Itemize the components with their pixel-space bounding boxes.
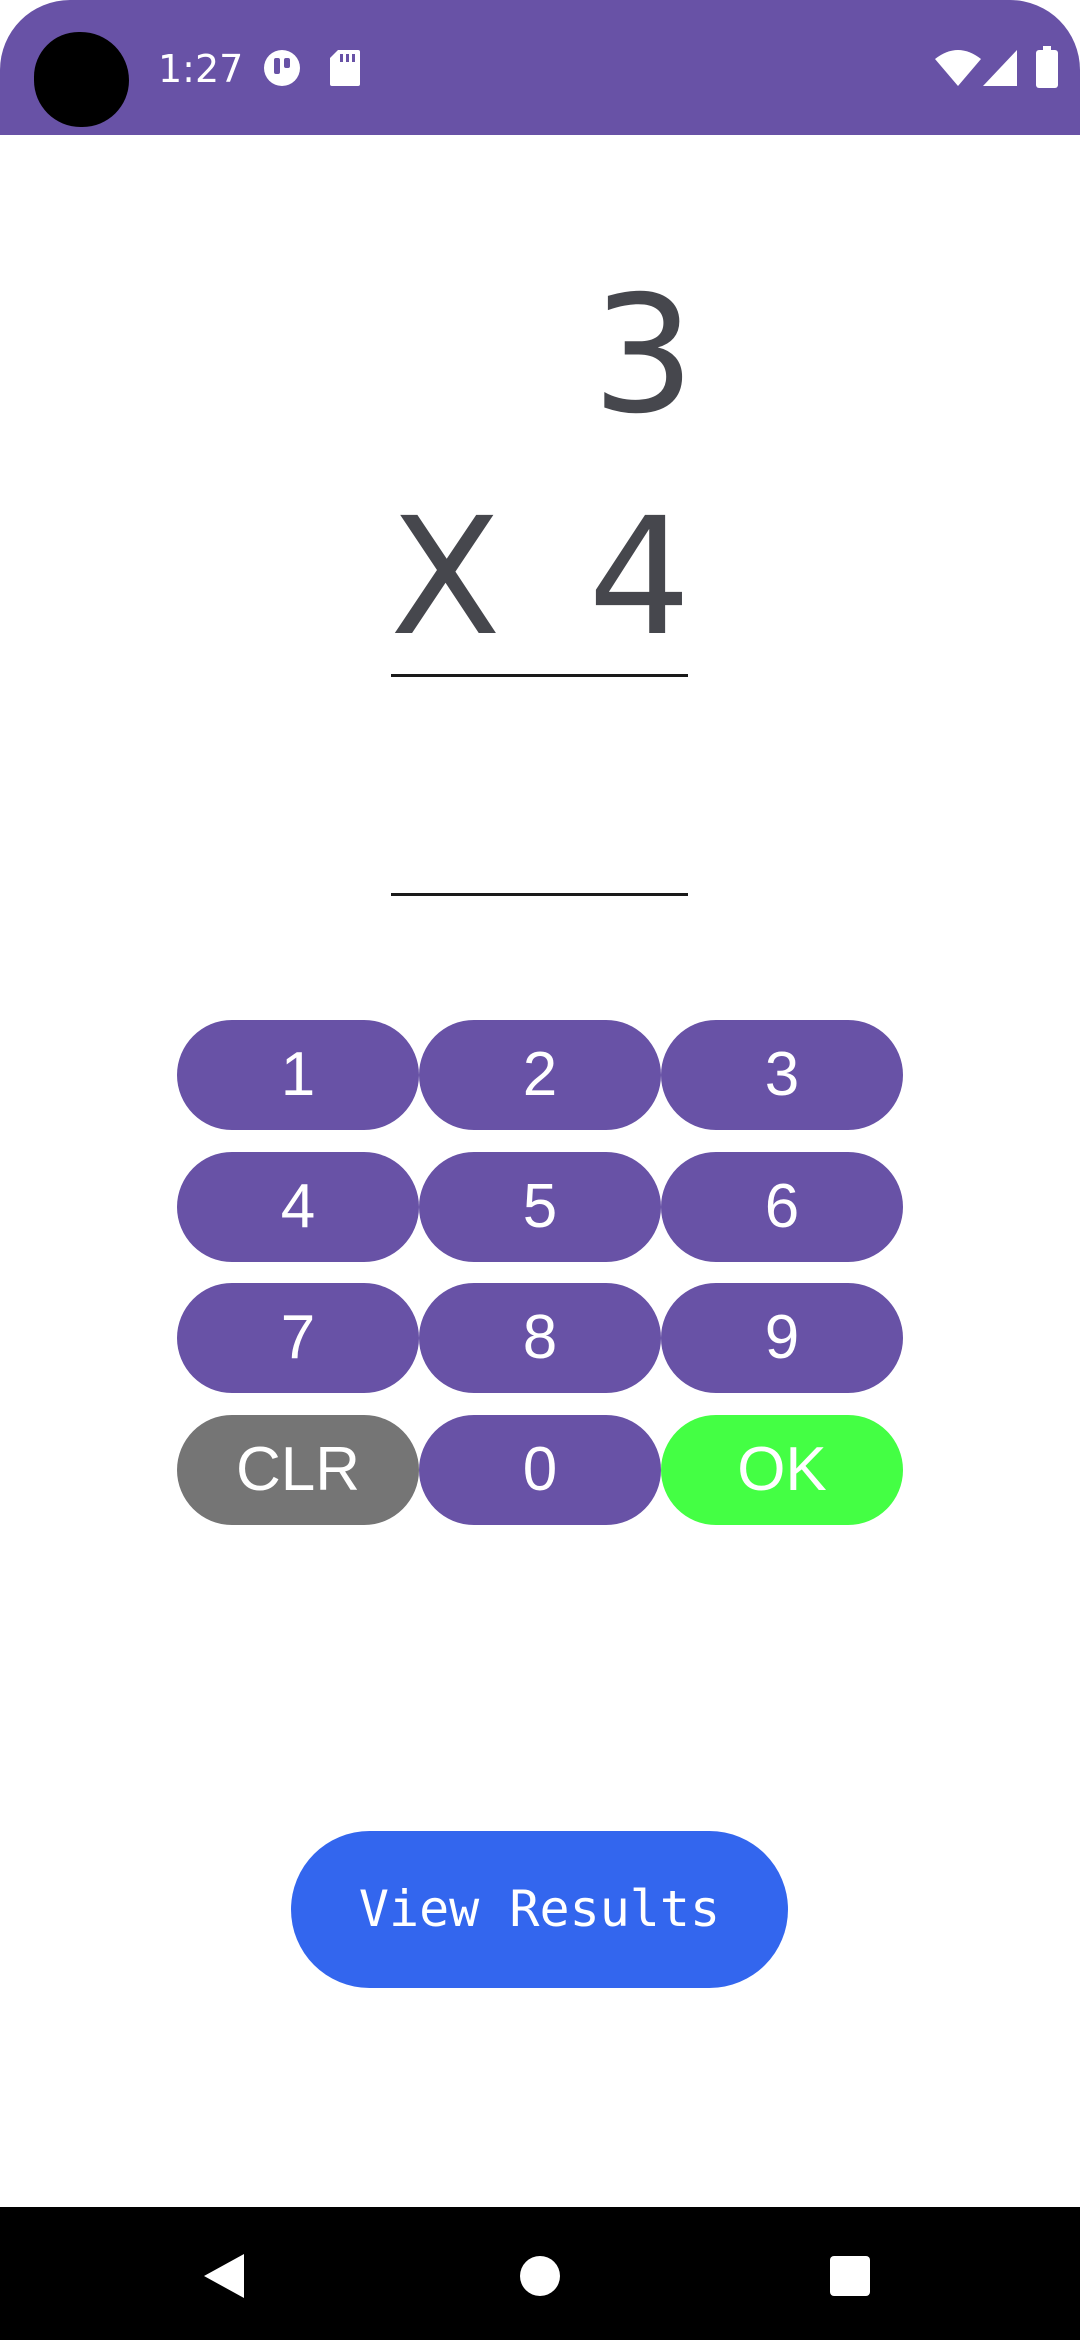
status-time: 1:27 (158, 47, 244, 91)
recents-icon[interactable] (830, 2256, 870, 2296)
key-8[interactable]: 8 (419, 1283, 661, 1393)
app-notification-icon (264, 50, 300, 86)
battery-icon (1036, 46, 1058, 88)
ok-button[interactable]: OK (661, 1415, 903, 1525)
clear-button[interactable]: CLR (177, 1415, 419, 1525)
key-0[interactable]: 0 (419, 1415, 661, 1525)
bottom-operand: 4 (588, 484, 692, 672)
cellular-signal-icon (983, 50, 1017, 86)
key-4[interactable]: 4 (177, 1152, 419, 1262)
key-6[interactable]: 6 (661, 1152, 903, 1262)
wifi-icon (935, 50, 981, 86)
top-operand: 3 (592, 262, 696, 450)
answer-underline (391, 893, 688, 896)
key-1[interactable]: 1 (177, 1020, 419, 1130)
view-results-button[interactable]: View Results (291, 1831, 788, 1988)
key-9[interactable]: 9 (661, 1283, 903, 1393)
back-icon[interactable] (204, 2254, 244, 2298)
key-3[interactable]: 3 (661, 1020, 903, 1130)
key-7[interactable]: 7 (177, 1283, 419, 1393)
number-keypad: 1 2 3 4 5 6 7 8 9 CLR 0 OK (177, 1020, 903, 1525)
sd-card-icon (330, 50, 360, 86)
home-icon[interactable] (520, 2256, 560, 2296)
key-5[interactable]: 5 (419, 1152, 661, 1262)
status-bar: 1:27 (0, 0, 1080, 135)
camera-cutout (34, 32, 129, 127)
multiply-operator: X (390, 484, 501, 672)
navigation-bar (0, 2207, 1080, 2340)
key-2[interactable]: 2 (419, 1020, 661, 1130)
problem-divider-line (391, 674, 688, 677)
